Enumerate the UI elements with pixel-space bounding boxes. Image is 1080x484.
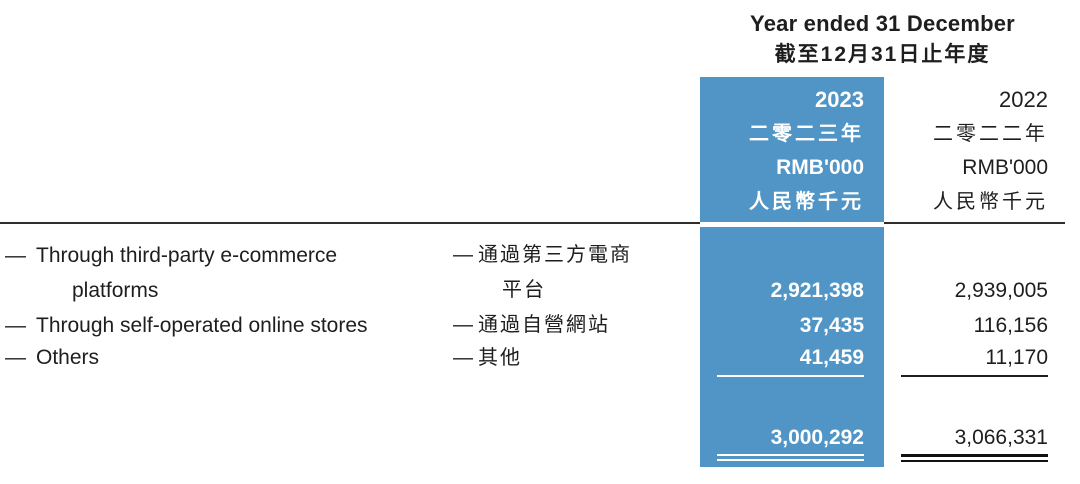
- row-label-zh-wrap: 平台: [502, 279, 546, 301]
- total-value-2023: 3,000,292: [700, 423, 884, 453]
- dash-bullet: —: [5, 346, 26, 369]
- revenue-table: 2023 二零二三年 RMB'000 人民幣千元 2022 二零二二年 RMB'…: [0, 76, 1065, 467]
- dash-bullet: —: [453, 314, 473, 336]
- dash-bullet: —: [453, 244, 473, 266]
- unit-label-2022: RMB'000: [962, 156, 1048, 179]
- row-label-en-text: Others: [36, 346, 100, 369]
- column-header-2022-box: 2022 二零二二年 RMB'000 人民幣千元: [884, 77, 1065, 222]
- subtotal-rule-2022: [884, 373, 1065, 381]
- period-title-zh: 截至12月31日止年度: [774, 43, 991, 66]
- empty-header-cell-en: [0, 76, 440, 224]
- highlight-column-gap: [700, 223, 884, 238]
- column-header-2023-box: 2023 二零二三年 RMB'000 人民幣千元: [700, 77, 884, 222]
- value-2022-third-party: 2,939,005: [954, 279, 1048, 302]
- row-label-zh-text: 其他: [478, 347, 522, 369]
- unit-label-2023-zh: 人民幣千元: [749, 191, 864, 213]
- row-label-en: — Through third-party e-commerce: [0, 238, 440, 273]
- value-cell-2022-empty: [884, 238, 1065, 273]
- unit-label-2022-zh: 人民幣千元: [933, 191, 1048, 213]
- column-header-row: 2023 二零二三年 RMB'000 人民幣千元 2022 二零二二年 RMB'…: [0, 76, 1065, 224]
- period-header: Year ended 31 December 截至12月31日止年度: [700, 8, 1065, 70]
- value-2022-self-operated: 116,156: [973, 314, 1048, 337]
- unit-label-2023: RMB'000: [776, 156, 864, 179]
- value-cell-2023-empty: [700, 238, 884, 273]
- empty-header-cell-zh: [440, 76, 700, 224]
- total-row: 3,000,292 3,066,331: [0, 423, 1065, 453]
- year-label-2023: 2023: [815, 87, 864, 112]
- row-label-zh: —通過自營網站: [440, 308, 700, 343]
- row-label-en-wrap: platforms: [72, 279, 159, 302]
- header-gap-row: [0, 223, 1065, 238]
- year-label-2022: 2022: [999, 87, 1048, 112]
- value-2023-self-operated: 37,435: [700, 308, 884, 343]
- total-value-2022: 3,066,331: [954, 426, 1048, 449]
- table-row-self-operated: —Through self-operated online stores —通過…: [0, 308, 1065, 343]
- table-row-third-party-line2: platforms 平台 2,921,398 2,939,005: [0, 273, 1065, 308]
- dash-bullet: —: [5, 244, 26, 267]
- row-label-en: — Through self-operated online stores: [0, 308, 440, 343]
- year-label-2023-zh: 二零二三年: [749, 123, 864, 145]
- value-2022-others: 11,170: [985, 346, 1048, 369]
- row-label-zh-text: 通過自營網站: [478, 314, 610, 336]
- row-label-zh-text: 通過第三方電商: [478, 244, 632, 266]
- value-2023-others: 41,459: [700, 343, 884, 373]
- column-header-2022: 2022 二零二二年 RMB'000 人民幣千元: [884, 76, 1065, 224]
- total-double-rule-2022: [884, 453, 1065, 462]
- row-label-en-text: Through self-operated online stores: [36, 314, 368, 337]
- row-label-en: — Others: [0, 343, 440, 373]
- column-header-2023: 2023 二零二三年 RMB'000 人民幣千元: [700, 76, 884, 224]
- row-label-en-text: Through third-party e-commerce: [36, 244, 338, 267]
- pre-total-gap-row: [0, 381, 1065, 423]
- value-2023-third-party: 2,921,398: [700, 273, 884, 308]
- subtotal-rule-2023: [700, 373, 884, 381]
- subtotal-rule-row: [0, 373, 1065, 381]
- dash-bullet: —: [453, 347, 473, 369]
- table-row-others: —Others —其他 41,459 11,170: [0, 343, 1065, 373]
- table-row-third-party-line1: —Through third-party e-commerce —通過第三方電商: [0, 238, 1065, 273]
- row-label-zh: —其他: [440, 343, 700, 373]
- total-double-rule-2023: [700, 453, 884, 462]
- dash-bullet: —: [5, 314, 26, 337]
- row-label-zh: —通過第三方電商: [440, 238, 700, 273]
- bottom-padding-row: [0, 462, 1065, 467]
- total-double-rule-row: [0, 453, 1065, 462]
- period-title-en: Year ended 31 December: [750, 11, 1015, 36]
- year-label-2022-zh: 二零二二年: [933, 123, 1048, 145]
